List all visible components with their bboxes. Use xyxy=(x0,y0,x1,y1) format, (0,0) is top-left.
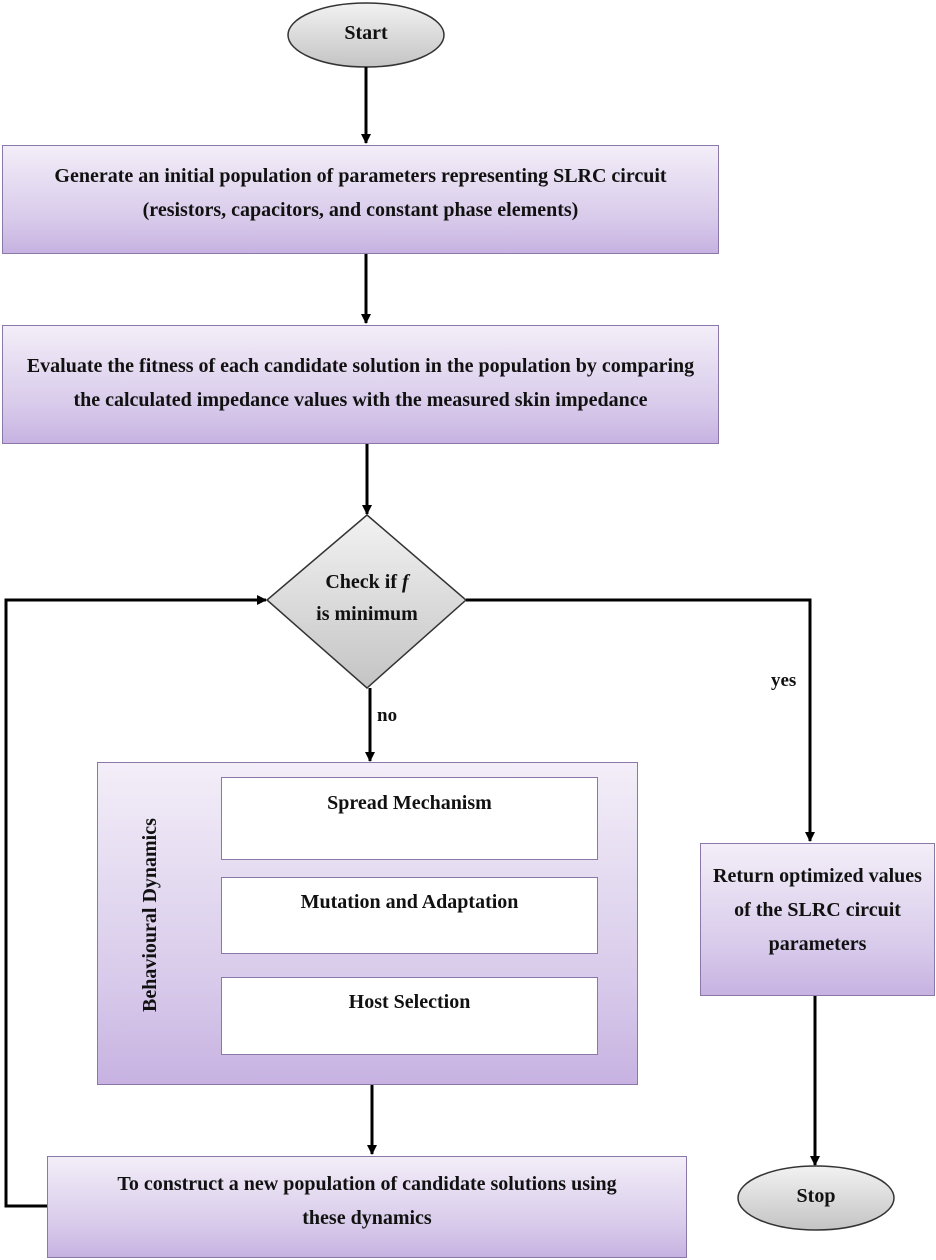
process-generate-population-text: Generate an initial population of parame… xyxy=(54,164,667,221)
stop-label: Stop xyxy=(796,1185,836,1207)
process-generate-population: Generate an initial population of parame… xyxy=(2,145,719,254)
process-construct-population: To construct a new population of candida… xyxy=(47,1156,687,1258)
process-return-optimized: Return optimized values of the SLRC circ… xyxy=(700,843,935,996)
process-return-optimized-text: Return optimized values of the SLRC circ… xyxy=(713,864,922,955)
decision-diamond xyxy=(265,514,468,690)
dynamics-item-host-selection: Host Selection xyxy=(221,977,598,1055)
process-construct-population-text: To construct a new population of candida… xyxy=(117,1173,617,1229)
dynamics-item-label: Spread Mechanism xyxy=(327,792,492,814)
dynamics-item-label: Mutation and Adaptation xyxy=(300,891,519,913)
dynamics-item-mutation-adaptation: Mutation and Adaptation xyxy=(221,877,598,954)
loop-back-arrow xyxy=(4,595,267,1208)
edge-label-yes: yes xyxy=(771,670,797,691)
dynamics-item-spread-mechanism: Spread Mechanism xyxy=(221,777,598,860)
edge-label-no: no xyxy=(377,705,398,726)
stop-terminal xyxy=(737,1165,895,1231)
decision-line2: is minimum xyxy=(316,603,418,625)
decision-text: Check if f is minimum xyxy=(287,566,447,630)
behavioural-dynamics-title: Behavioural Dynamics xyxy=(139,818,161,1012)
start-label: Start xyxy=(344,22,388,44)
process-evaluate-fitness-text: Evaluate the fitness of each candidate s… xyxy=(26,354,695,411)
dynamics-item-label: Host Selection xyxy=(348,991,471,1013)
decision-line1: Check if xyxy=(325,571,402,593)
fitness-symbol: f xyxy=(402,571,409,593)
process-evaluate-fitness: Evaluate the fitness of each candidate s… xyxy=(2,325,719,444)
arrow-decision-yes xyxy=(466,598,815,842)
